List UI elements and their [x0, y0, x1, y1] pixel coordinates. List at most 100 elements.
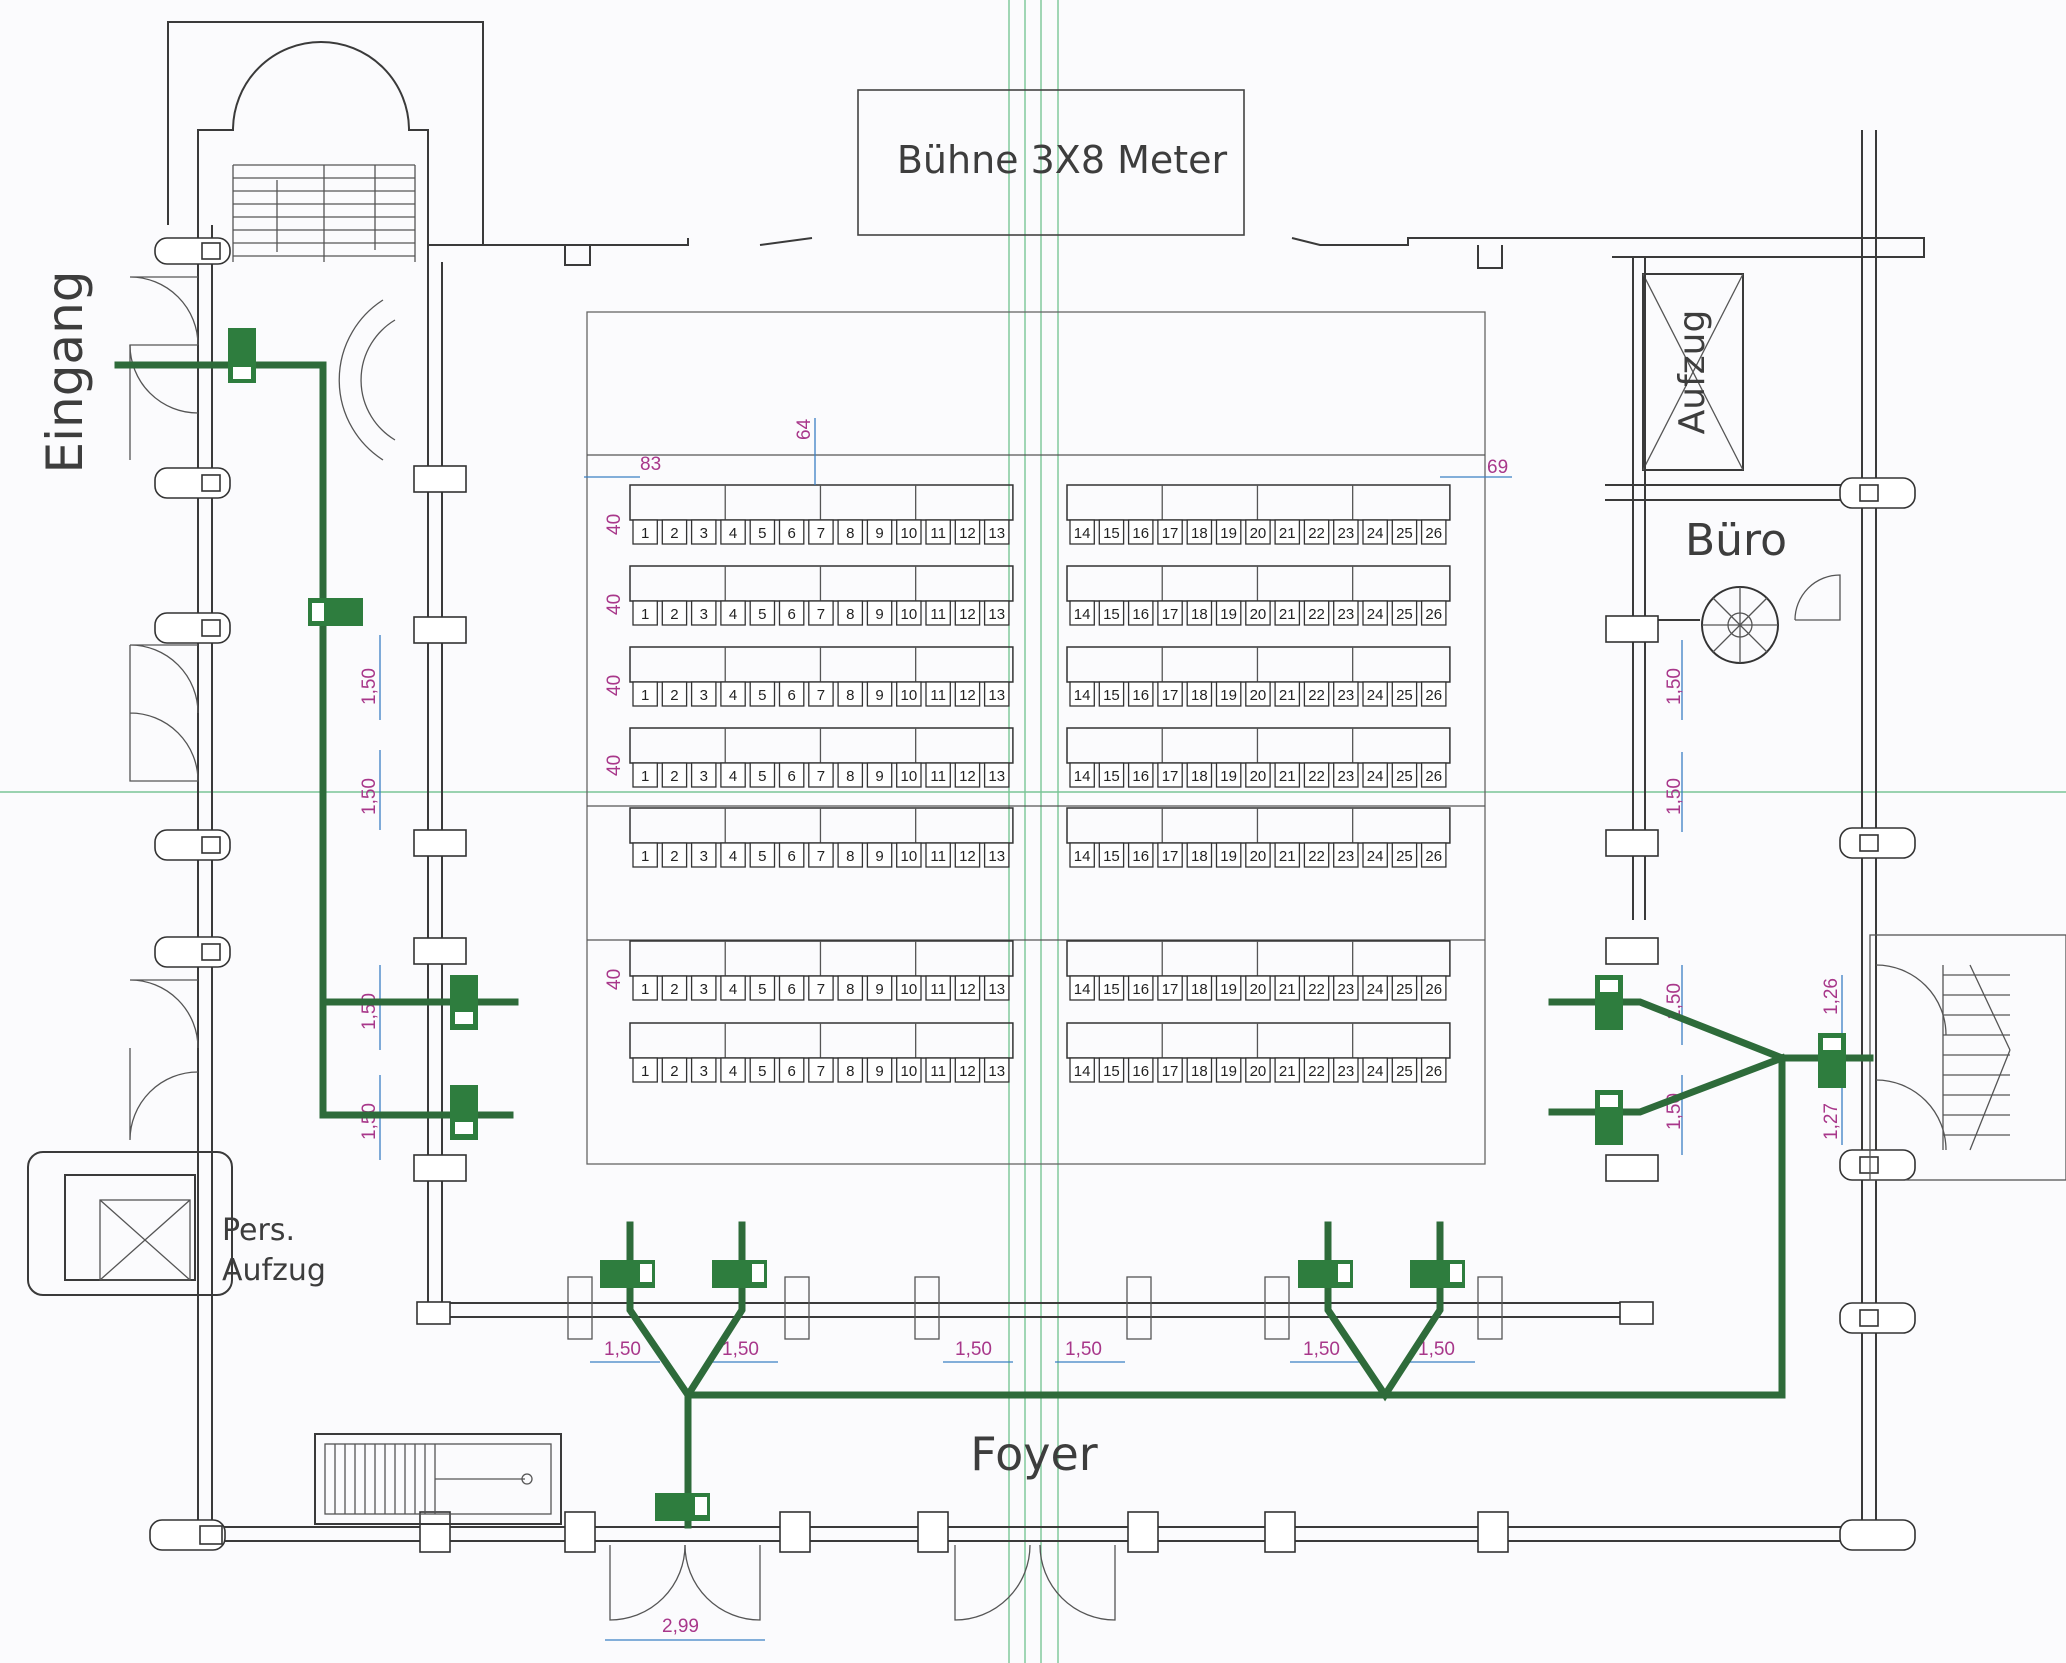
seat	[1420, 519, 1447, 545]
exit-signs	[228, 328, 1846, 1521]
table	[629, 807, 1014, 844]
seat-number: 18	[1191, 981, 1208, 998]
seat	[778, 762, 805, 788]
seat	[983, 1057, 1010, 1083]
seat	[1391, 519, 1418, 545]
seat-number: 12	[959, 525, 976, 542]
seat	[661, 519, 688, 545]
seat-number: 20	[1250, 687, 1267, 704]
dim-left-door-4: 1,50	[359, 1103, 380, 1140]
seat-number: 7	[817, 525, 825, 542]
seat	[1362, 600, 1388, 626]
seat-number: 15	[1103, 525, 1120, 542]
seat-number: 6	[787, 1063, 795, 1080]
seat	[1362, 681, 1388, 707]
seat	[866, 519, 893, 545]
seat	[1215, 762, 1242, 788]
seat	[954, 681, 981, 707]
seat-number: 13	[988, 848, 1005, 865]
dimension-annotations: 83 64 69 40 40 40 40 40 1,50 1,50 1,50 1…	[359, 418, 1843, 1641]
seat-number: 6	[787, 981, 795, 998]
seat	[661, 600, 688, 626]
seat	[1215, 975, 1242, 1001]
seat-number: 20	[1250, 848, 1267, 865]
seat	[1186, 519, 1213, 545]
seat-number: 23	[1338, 606, 1355, 623]
seat-number: 22	[1308, 525, 1325, 542]
seat-number: 12	[959, 768, 976, 785]
seat-number: 3	[700, 848, 708, 865]
seat	[1098, 762, 1125, 788]
seat	[1127, 975, 1154, 1001]
seat-number: 10	[901, 981, 918, 998]
seat-number: 1	[641, 848, 649, 865]
seat-number: 2	[670, 768, 678, 785]
seat-number: 1	[641, 606, 649, 623]
seat	[1157, 1057, 1183, 1083]
seat	[690, 600, 717, 626]
seat	[1127, 681, 1154, 707]
seat-number: 10	[901, 687, 918, 704]
seat-number: 4	[729, 1063, 737, 1080]
seat-number: 6	[787, 606, 795, 623]
seat	[866, 762, 893, 788]
seat	[1069, 842, 1095, 868]
seat	[1157, 975, 1183, 1001]
seat	[778, 975, 805, 1001]
seat-number: 20	[1250, 525, 1267, 542]
table	[1066, 646, 1451, 683]
seat	[1362, 762, 1388, 788]
seat	[1274, 975, 1301, 1001]
seat-number: 7	[817, 981, 825, 998]
seat-number: 11	[930, 687, 946, 704]
seat	[1127, 600, 1154, 626]
exit-sign-icon	[228, 328, 256, 383]
seat	[1274, 600, 1301, 626]
seat-number: 8	[846, 848, 854, 865]
seat-number: 7	[817, 687, 825, 704]
seat	[720, 842, 746, 868]
seat	[1245, 681, 1271, 707]
seat	[1274, 519, 1301, 545]
seat	[983, 842, 1010, 868]
seat-number: 5	[758, 525, 766, 542]
pers-elevator-label-1: Pers.	[222, 1213, 295, 1248]
seat-number: 12	[959, 848, 976, 865]
seat	[1098, 600, 1125, 626]
exit-sign-icon	[1298, 1260, 1353, 1288]
seat-number: 26	[1425, 606, 1442, 623]
seat-number: 9	[875, 1063, 883, 1080]
seat-number: 21	[1279, 687, 1296, 704]
seat	[1069, 519, 1095, 545]
dim-row-gap-1: 40	[604, 514, 625, 535]
seat-number: 3	[700, 768, 708, 785]
right-exit-stair	[1869, 934, 2066, 1181]
seat	[1333, 519, 1359, 545]
stair-tower-top-left	[167, 21, 813, 266]
seat-number: 10	[901, 606, 918, 623]
seat	[1215, 842, 1242, 868]
seat-number: 14	[1074, 687, 1091, 704]
seat-number: 2	[670, 848, 678, 865]
seat	[925, 681, 951, 707]
seat	[632, 681, 658, 707]
seat	[837, 975, 864, 1001]
seat-number: 25	[1396, 687, 1413, 704]
seat	[925, 600, 951, 626]
seat	[1098, 1057, 1125, 1083]
seat	[720, 519, 746, 545]
seat-number: 4	[729, 606, 737, 623]
seat-number: 11	[930, 848, 946, 865]
table	[629, 484, 1014, 521]
seat-number: 8	[846, 606, 854, 623]
exit-sign-icon	[1410, 1260, 1465, 1288]
seat-number: 1	[641, 768, 649, 785]
seat-number: 25	[1396, 1063, 1413, 1080]
dim-first-aisle: 83	[640, 454, 661, 475]
seat-number: 15	[1103, 1063, 1120, 1080]
seat-number: 7	[817, 1063, 825, 1080]
seat	[983, 519, 1010, 545]
seat	[632, 762, 658, 788]
seat-number: 11	[930, 768, 946, 785]
pers-elevator-label-2: Aufzug	[222, 1253, 326, 1288]
